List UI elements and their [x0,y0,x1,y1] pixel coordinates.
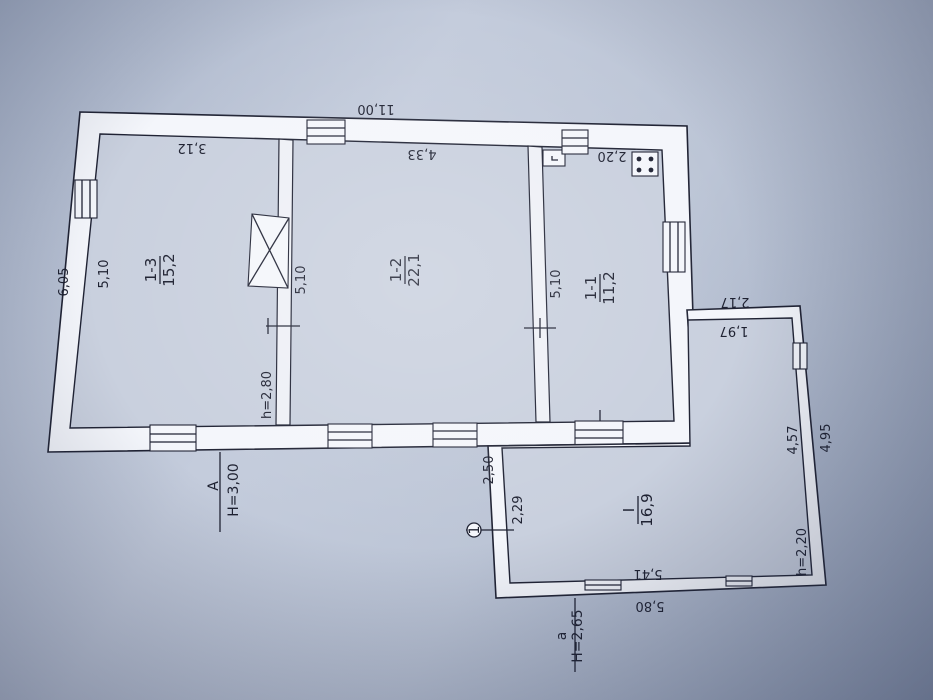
room-1-3-height: h=2,80 [260,371,275,419]
window-left [74,179,98,219]
room-1-3-dim-top: 3,12 [178,140,207,155]
room-1-2-area: 22,1 [405,253,423,286]
room-1-3-dim-left: 5,10 [97,260,112,289]
dim-outbuilding-offset-inner: 2,29 [511,496,526,525]
room-I-height: h=2,20 [795,528,810,576]
room-1-3-area: 15,2 [160,253,178,286]
room-1-2-label: 1-2 22,1 [387,253,423,286]
window-right [662,221,686,273]
window-top-2 [561,129,589,155]
room-1-2-dim-top: 4,33 [408,146,437,161]
cooker-icon [631,151,659,177]
mark-main-letter: A [206,481,222,491]
window-bottom-3 [432,422,478,448]
entry-marker-number: 1 [467,526,483,535]
room-1-3-id: 1-3 [142,258,160,283]
room-1-1-dim-top: 2,20 [598,148,627,163]
room-1-1-dim-left: 5,10 [549,270,564,299]
main-building-interior [69,133,675,429]
room-I-label: I 16,9 [620,493,656,526]
dim-outbuilding-width-inner: 4,57 [786,426,801,455]
dim-overall-length: 11,00 [357,101,394,116]
dim-outbuilding-length-inner: 5,41 [634,566,663,581]
outbuilding-window-bottom-1 [584,579,622,591]
dim-outbuilding-side-inner: 1,97 [720,323,749,338]
window-bottom-4 [574,420,624,448]
room-I-id: I [620,508,638,512]
dim-outbuilding-width-outer: 4,95 [819,424,834,453]
outbuilding-window-right [792,342,808,370]
outbuilding-window-bottom-2 [725,575,753,587]
outbuilding-interior [501,317,813,584]
room-1-2-id: 1-2 [387,258,405,283]
window-bottom-2 [327,423,373,449]
room-1-1-id: 1-1 [582,276,600,301]
window-top-1 [306,119,346,145]
stove-icon [247,213,290,289]
room-1-1-label: 1-1 11,2 [582,271,618,304]
entry-marker-icon [466,522,514,538]
room-1-1-area: 11,2 [600,271,618,304]
partition-1-2-1-1 [527,145,551,423]
height-main: H=3,00 [226,463,242,516]
dim-outbuilding-side-outer: 2,17 [721,294,750,309]
dim-overall-width: 6,05 [57,268,72,297]
height-outbuilding: H=2,65 [570,609,586,662]
dim-outbuilding-length-outer: 5,80 [636,598,665,613]
window-bottom-1 [149,424,197,452]
room-I-area: 16,9 [638,493,656,526]
dim-outbuilding-offset-outer: 2,50 [482,456,497,485]
sink-icon [542,149,566,167]
room-1-3-label: 1-3 15,2 [142,253,178,286]
room-1-3-dim-right: 5,10 [294,266,309,295]
mark-outbuilding-letter: a [554,632,570,641]
